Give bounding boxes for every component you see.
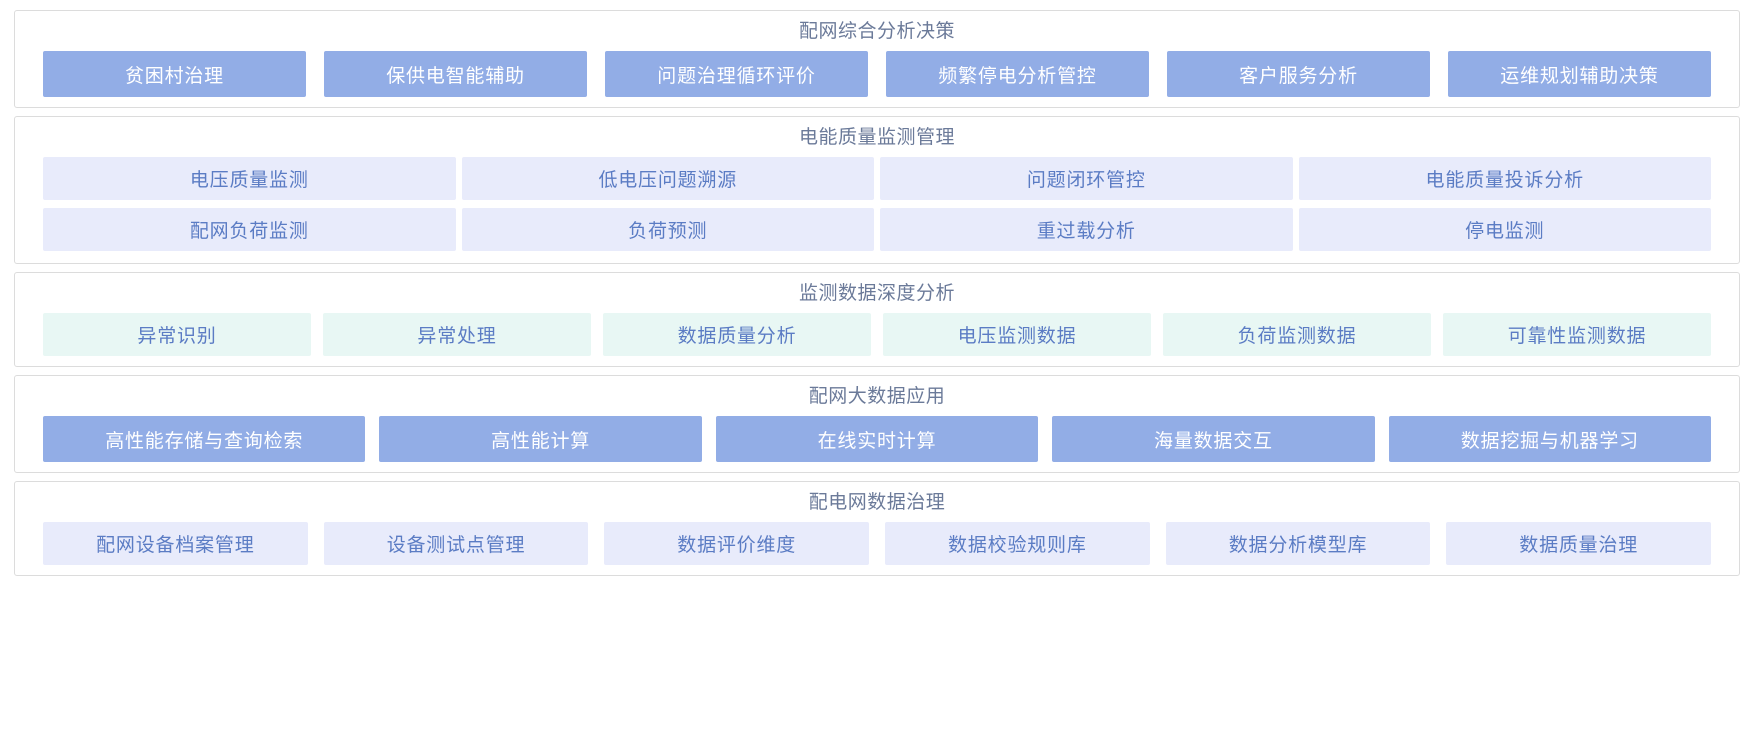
panel-section-3: 监测数据深度分析 异常识别 异常处理 数据质量分析 电压监测数据 负荷监测数据 … <box>14 272 1740 367</box>
chip-frequent-outage-analysis-control[interactable]: 频繁停电分析管控 <box>886 51 1149 97</box>
chip-om-planning-decision-support[interactable]: 运维规划辅助决策 <box>1448 51 1711 97</box>
chip-voltage-quality-monitoring[interactable]: 电压质量监测 <box>43 157 456 200</box>
panel-title-2: 电能质量监测管理 <box>798 127 955 148</box>
chip-online-realtime-computing[interactable]: 在线实时计算 <box>715 416 1039 462</box>
chip-data-quality-governance[interactable]: 数据质量治理 <box>1446 522 1712 565</box>
chip-equipment-test-point-mgmt[interactable]: 设备测试点管理 <box>323 522 589 565</box>
chip-low-voltage-issue-tracing[interactable]: 低电压问题溯源 <box>461 157 874 200</box>
panel-title-3: 监测数据深度分析 <box>798 283 955 304</box>
panel-2-row-2: 配网负荷监测 负荷预测 重过载分析 停电监测 <box>43 208 1711 251</box>
chip-load-forecasting[interactable]: 负荷预测 <box>461 208 874 251</box>
chip-anomaly-handling[interactable]: 异常处理 <box>323 313 591 356</box>
panel-1-row-1: 贫困村治理 保供电智能辅助 问题治理循环评价 频繁停电分析管控 客户服务分析 运… <box>43 51 1711 97</box>
chip-heavy-overload-analysis[interactable]: 重过载分析 <box>880 208 1293 251</box>
chip-data-evaluation-dimension[interactable]: 数据评价维度 <box>604 522 870 565</box>
chip-data-analysis-model-library[interactable]: 数据分析模型库 <box>1165 522 1431 565</box>
chip-customer-service-analysis[interactable]: 客户服务分析 <box>1167 51 1430 97</box>
panel-title-5: 配电网数据治理 <box>808 492 946 513</box>
chip-distribution-load-monitoring[interactable]: 配网负荷监测 <box>43 208 456 251</box>
chip-data-mining-machine-learning[interactable]: 数据挖掘与机器学习 <box>1388 416 1712 462</box>
chip-voltage-monitoring-data[interactable]: 电压监测数据 <box>883 313 1151 356</box>
chip-distribution-equipment-archive-mgmt[interactable]: 配网设备档案管理 <box>43 522 308 565</box>
chip-high-performance-storage-query[interactable]: 高性能存储与查询检索 <box>43 416 366 462</box>
panel-5-row-1: 配网设备档案管理 设备测试点管理 数据评价维度 数据校验规则库 数据分析模型库 … <box>43 522 1712 565</box>
chip-data-quality-analysis[interactable]: 数据质量分析 <box>603 313 871 356</box>
panel-2-row-1: 电压质量监测 低电压问题溯源 问题闭环管控 电能质量投诉分析 <box>43 157 1711 200</box>
panel-section-1: 配网综合分析决策 贫困村治理 保供电智能辅助 问题治理循环评价 频繁停电分析管控… <box>14 10 1740 108</box>
chip-outage-monitoring[interactable]: 停电监测 <box>1298 208 1711 251</box>
chip-massive-data-interaction[interactable]: 海量数据交互 <box>1052 416 1375 462</box>
chip-issue-governance-cycle-eval[interactable]: 问题治理循环评价 <box>605 51 868 97</box>
panel-title-4: 配网大数据应用 <box>808 386 946 407</box>
chip-high-performance-computing[interactable]: 高性能计算 <box>379 416 702 462</box>
chip-power-supply-smart-assist[interactable]: 保供电智能辅助 <box>324 51 587 97</box>
chip-data-validation-rule-library[interactable]: 数据校验规则库 <box>885 522 1150 565</box>
panel-section-2: 电能质量监测管理 电压质量监测 低电压问题溯源 问题闭环管控 电能质量投诉分析 … <box>14 116 1740 264</box>
chip-reliability-monitoring-data[interactable]: 可靠性监测数据 <box>1443 313 1711 356</box>
panel-section-4: 配网大数据应用 高性能存储与查询检索 高性能计算 在线实时计算 海量数据交互 数… <box>14 375 1740 473</box>
chip-power-quality-complaint-analysis[interactable]: 电能质量投诉分析 <box>1298 157 1711 200</box>
chip-issue-closed-loop-control[interactable]: 问题闭环管控 <box>880 157 1293 200</box>
panel-4-row-1: 高性能存储与查询检索 高性能计算 在线实时计算 海量数据交互 数据挖掘与机器学习 <box>43 416 1712 462</box>
chip-anomaly-identification[interactable]: 异常识别 <box>43 313 311 356</box>
panel-3-row-1: 异常识别 异常处理 数据质量分析 电压监测数据 负荷监测数据 可靠性监测数据 <box>43 313 1711 356</box>
chip-poverty-village-governance[interactable]: 贫困村治理 <box>43 51 306 97</box>
panel-section-5: 配电网数据治理 配网设备档案管理 设备测试点管理 数据评价维度 数据校验规则库 … <box>14 481 1740 576</box>
chip-load-monitoring-data[interactable]: 负荷监测数据 <box>1163 313 1431 356</box>
panel-title-1: 配网综合分析决策 <box>798 21 955 42</box>
